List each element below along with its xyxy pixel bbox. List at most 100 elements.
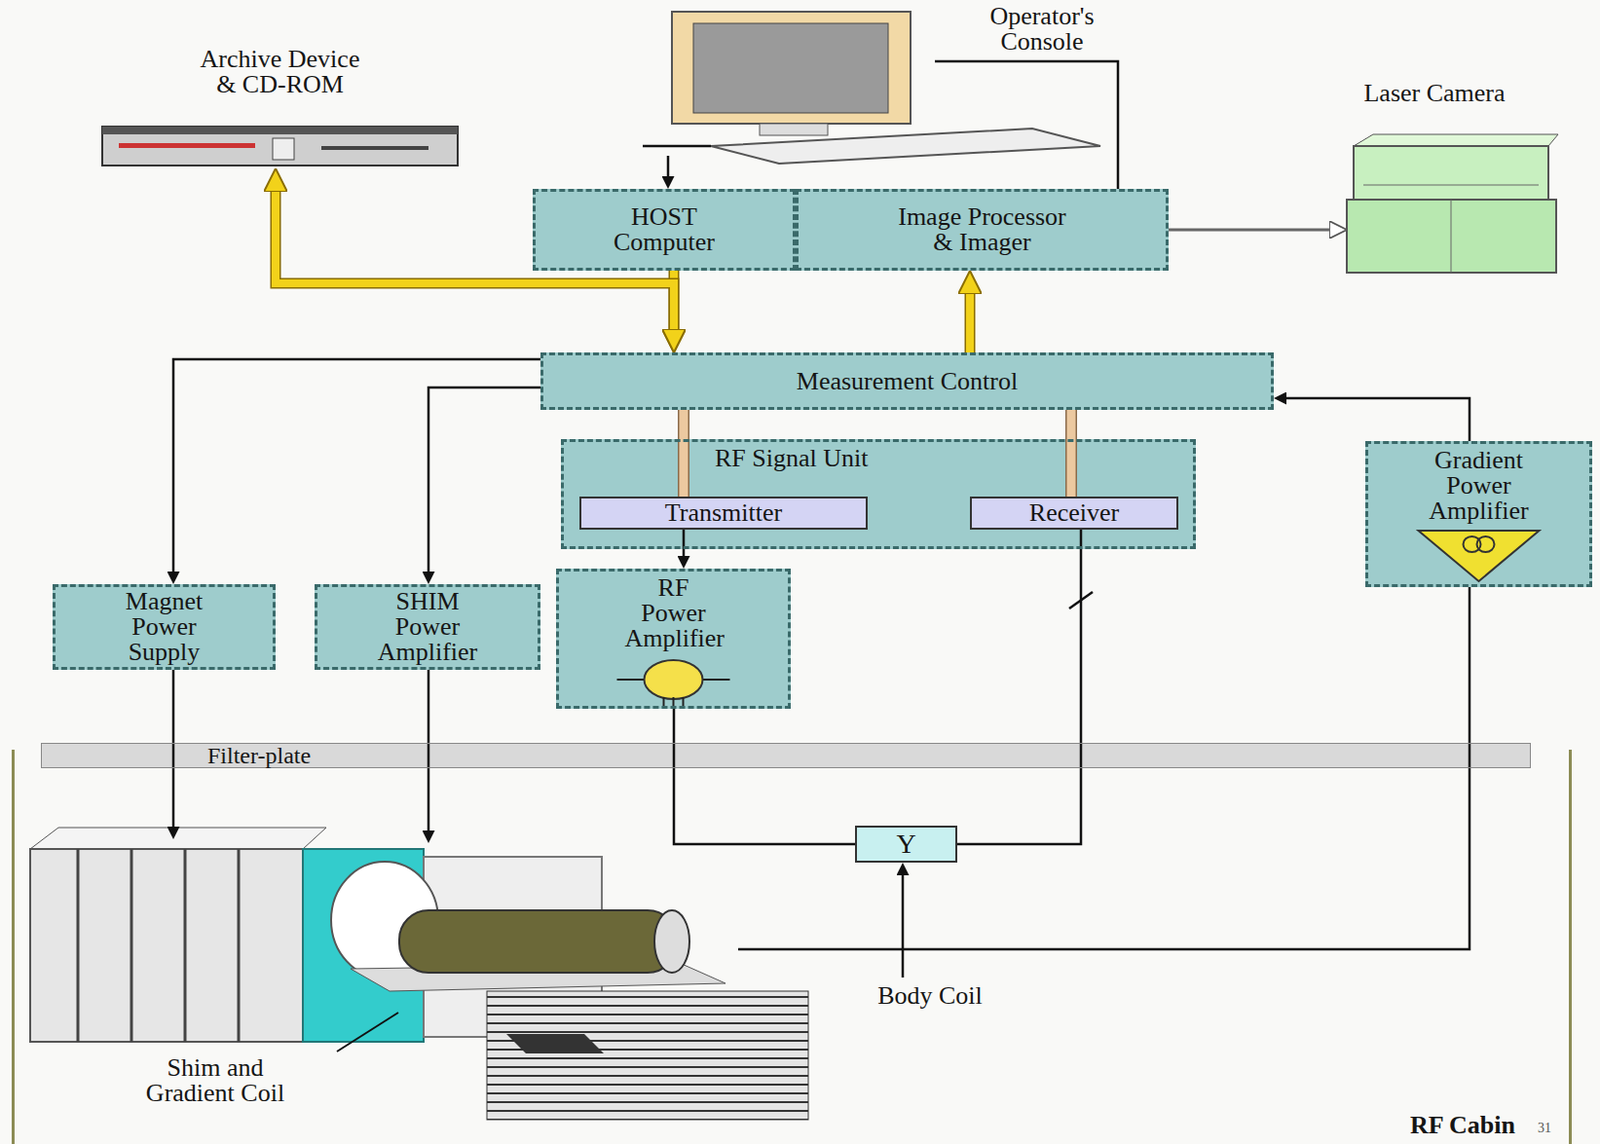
box-label: Y bbox=[895, 830, 916, 858]
process-box: Measurement Control bbox=[540, 352, 1274, 410]
monitor-frame bbox=[671, 11, 911, 124]
monitor-screen bbox=[693, 23, 889, 113]
magnet-housing bbox=[30, 849, 303, 1042]
box-fill bbox=[52, 584, 276, 670]
edges bbox=[173, 61, 1470, 845]
leader-line bbox=[336, 1012, 399, 1052]
sub-box: Transmitter bbox=[579, 496, 868, 530]
connector-casing bbox=[275, 191, 674, 330]
camera-slot bbox=[1363, 185, 1539, 187]
box-label: Measurement Control bbox=[796, 369, 1018, 395]
box-label: RF Power Amplifier bbox=[625, 575, 723, 652]
box-fill bbox=[969, 496, 1179, 530]
box-label: Laser Camera bbox=[1288, 80, 1581, 107]
table-base bbox=[506, 1034, 604, 1054]
connector-group bbox=[275, 191, 674, 330]
connector-group bbox=[683, 409, 685, 497]
part-label: Shim and Gradient Coil bbox=[132, 1055, 298, 1107]
wires bbox=[173, 587, 1470, 978]
connector-casing bbox=[965, 294, 976, 353]
box-label: Transmitter bbox=[665, 500, 782, 526]
box-fills bbox=[40, 188, 1593, 863]
archive-node: Archive Device & CD-ROM bbox=[102, 124, 458, 169]
panel-line bbox=[237, 849, 241, 1042]
wire bbox=[901, 875, 905, 978]
switch-box: Y bbox=[855, 825, 958, 863]
wire bbox=[427, 669, 431, 831]
part-label: Body Coil bbox=[832, 983, 1028, 1009]
box-label: Operator's Console bbox=[964, 3, 1120, 55]
connector bbox=[934, 61, 1118, 189]
connector bbox=[1168, 228, 1330, 232]
process-box: Image Processor & Imager bbox=[795, 188, 1169, 271]
archive-picture bbox=[102, 126, 458, 166]
box-fill bbox=[556, 568, 791, 709]
amplifier-box: RF Power Amplifier bbox=[556, 568, 791, 709]
archive-body bbox=[102, 126, 458, 166]
connector bbox=[1286, 398, 1470, 442]
panel-line bbox=[76, 849, 80, 1042]
connector-group bbox=[1168, 229, 1330, 231]
connector bbox=[173, 359, 541, 572]
archive-top bbox=[102, 126, 458, 135]
coil-loop bbox=[1477, 536, 1495, 553]
symbols bbox=[617, 530, 1540, 707]
archive-slot bbox=[321, 146, 429, 150]
box-fill bbox=[1365, 441, 1593, 588]
camera-lower bbox=[1346, 199, 1557, 273]
connector-casing bbox=[677, 409, 690, 497]
connector-group bbox=[934, 61, 1118, 189]
box-label: Receiver bbox=[1029, 500, 1119, 526]
box-label: Magnet Power Supply bbox=[106, 589, 224, 666]
laser-camera-picture bbox=[1346, 134, 1559, 273]
panel-line bbox=[130, 849, 134, 1042]
laser-camera-node: Laser Camera bbox=[1346, 127, 1562, 276]
tube-pin bbox=[682, 697, 685, 707]
camera-top bbox=[1353, 134, 1559, 147]
camera-upper bbox=[1353, 146, 1549, 200]
connector-group bbox=[683, 529, 685, 557]
connector-group bbox=[673, 708, 856, 845]
box-fill bbox=[855, 825, 958, 863]
tube-bulb bbox=[644, 660, 704, 700]
keyboard-cable bbox=[642, 145, 711, 149]
connector bbox=[275, 191, 674, 330]
filter-plate-band: Filter-plate bbox=[40, 743, 1531, 769]
box-fill bbox=[579, 496, 868, 530]
box-label: HOST Computer bbox=[586, 204, 743, 256]
connector-group bbox=[957, 529, 1081, 845]
connector bbox=[966, 294, 974, 353]
console-node: Operator's Console bbox=[642, 7, 935, 156]
connector-group bbox=[969, 294, 971, 353]
box-label: Image Processor & Imager bbox=[896, 204, 1068, 256]
box-label: Filter-plate bbox=[207, 744, 311, 768]
wire bbox=[172, 669, 176, 827]
connector bbox=[1067, 409, 1077, 497]
box-label: RF Signal Unit bbox=[714, 446, 868, 472]
mri-scanner bbox=[30, 827, 809, 1120]
coil-end bbox=[654, 910, 690, 973]
magnet-top bbox=[30, 827, 327, 850]
box-label: Archive Device & CD-ROM bbox=[194, 46, 366, 98]
amplifier-box: SHIM Power Amplifier bbox=[314, 584, 541, 670]
box-fill bbox=[40, 743, 1531, 769]
box-fill bbox=[314, 584, 541, 670]
connector bbox=[957, 529, 1081, 845]
connector-group bbox=[428, 387, 541, 572]
connector-group bbox=[668, 155, 670, 177]
box-label: RF Cabin bbox=[1410, 1113, 1516, 1139]
camera-door bbox=[1451, 199, 1452, 273]
unit-box: RF Signal UnitTransmitter Receiver bbox=[560, 439, 1196, 550]
archive-button bbox=[272, 138, 295, 160]
box-fill bbox=[795, 188, 1169, 271]
connector bbox=[667, 155, 670, 177]
connector-casing bbox=[1065, 409, 1078, 497]
table-stack bbox=[486, 991, 809, 1120]
tube-pin bbox=[663, 697, 666, 707]
box-label: Gradient Power Amplifier bbox=[1406, 447, 1553, 524]
connector-group bbox=[1071, 409, 1073, 497]
panel-line bbox=[184, 849, 187, 1042]
